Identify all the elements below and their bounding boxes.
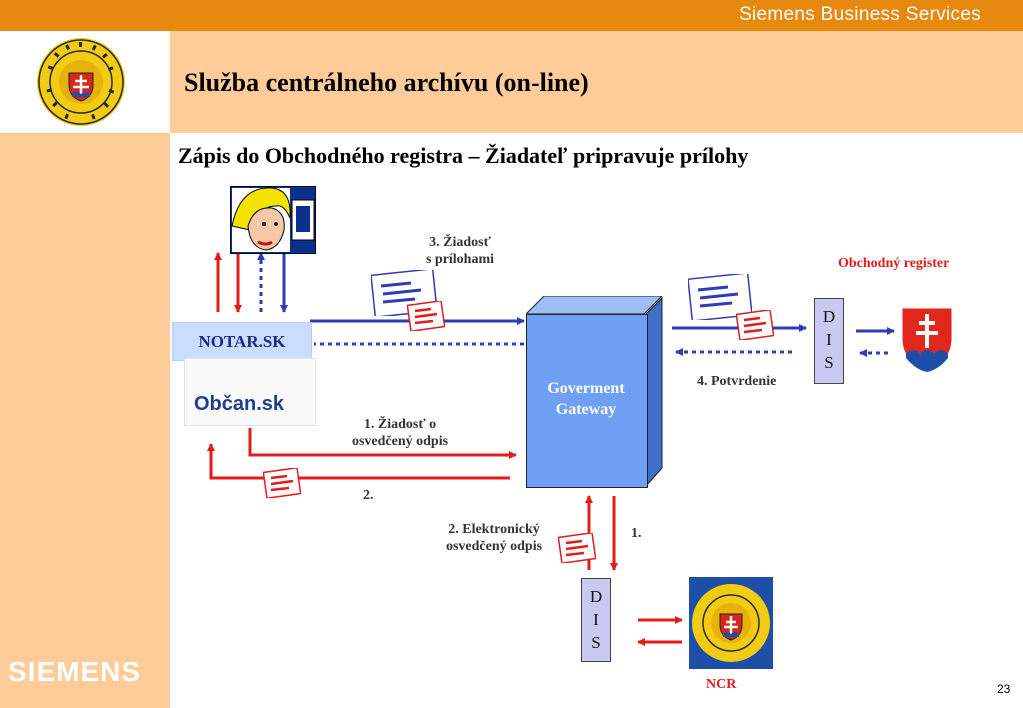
dis-lower-letter: I xyxy=(593,610,599,629)
siemens-logo: SIEMENS xyxy=(8,656,142,687)
notary-seal-icon xyxy=(37,38,125,126)
label-step1: 1. Žiadosť o osvedčený odpis xyxy=(330,416,470,450)
label-ncr: NCR xyxy=(706,677,737,692)
dis-upper-letter: S xyxy=(824,353,834,372)
arrow-step1 xyxy=(248,428,517,459)
sidebar xyxy=(0,133,170,708)
label-step4: 4. Potvrdenie xyxy=(697,374,777,389)
label-step2-line1: 2. Elektronický xyxy=(448,522,540,537)
ncr-notary-seal-icon xyxy=(689,577,773,669)
label-step3-line1: 3. Žiadosť xyxy=(429,235,491,250)
obcan-sk-logo: Občan.sk xyxy=(194,393,284,416)
obcan-sk-box xyxy=(184,358,316,426)
arrow-step2 xyxy=(207,443,510,480)
label-step3: 3. Žiadosť s prílohami xyxy=(400,234,520,268)
document-icon xyxy=(263,468,301,498)
gateway-label-line2: Gateway xyxy=(555,401,617,418)
woman-at-computer-icon xyxy=(230,186,316,254)
document-icon xyxy=(688,274,752,320)
document-icon xyxy=(558,533,596,563)
logo-area xyxy=(0,31,170,133)
label-step2-short: 2. xyxy=(363,488,374,503)
government-gateway-box xyxy=(526,314,648,488)
dis-upper-box: D I S xyxy=(814,298,844,384)
title-band xyxy=(170,31,1023,133)
label-step2-line2: osvedčený odpis xyxy=(445,539,543,554)
dis-lower-box: D I S xyxy=(581,578,611,662)
document-icon xyxy=(407,301,445,331)
obcan-sk-label: Občan.sk xyxy=(194,393,285,415)
dis-upper-letter: D xyxy=(822,307,836,326)
slovak-coat-of-arms-icon xyxy=(901,307,953,372)
slide-subtitle: Zápis do Obchodného registra – Žiadateľ … xyxy=(178,143,749,168)
label-step1-line1: 1. Žiadosť o xyxy=(363,417,437,432)
label-step1-short: 1. xyxy=(631,526,642,541)
brand-text: Siemens Business Services xyxy=(739,4,981,25)
page-number: 23 xyxy=(997,682,1011,696)
label-obchodny-register: Obchodný register xyxy=(838,256,950,271)
label-step2: 2. Elektronický osvedčený odpis xyxy=(424,521,564,555)
gateway-label-line1: Goverment xyxy=(547,380,625,397)
notar-sk-box: NOTAR.SK xyxy=(172,322,312,361)
label-step3-line2: s prílohami xyxy=(425,252,495,267)
label-step1-line2: osvedčený odpis xyxy=(351,434,449,449)
document-icon xyxy=(736,310,774,340)
dis-lower-letter: D xyxy=(589,587,603,606)
dis-upper-letter: I xyxy=(826,330,832,349)
gateway-label: Goverment Gateway xyxy=(526,378,646,420)
header-bar xyxy=(0,0,1023,31)
slide-title: Služba centrálneho archívu (on-line) xyxy=(184,68,589,97)
dis-lower-letter: S xyxy=(591,633,601,652)
